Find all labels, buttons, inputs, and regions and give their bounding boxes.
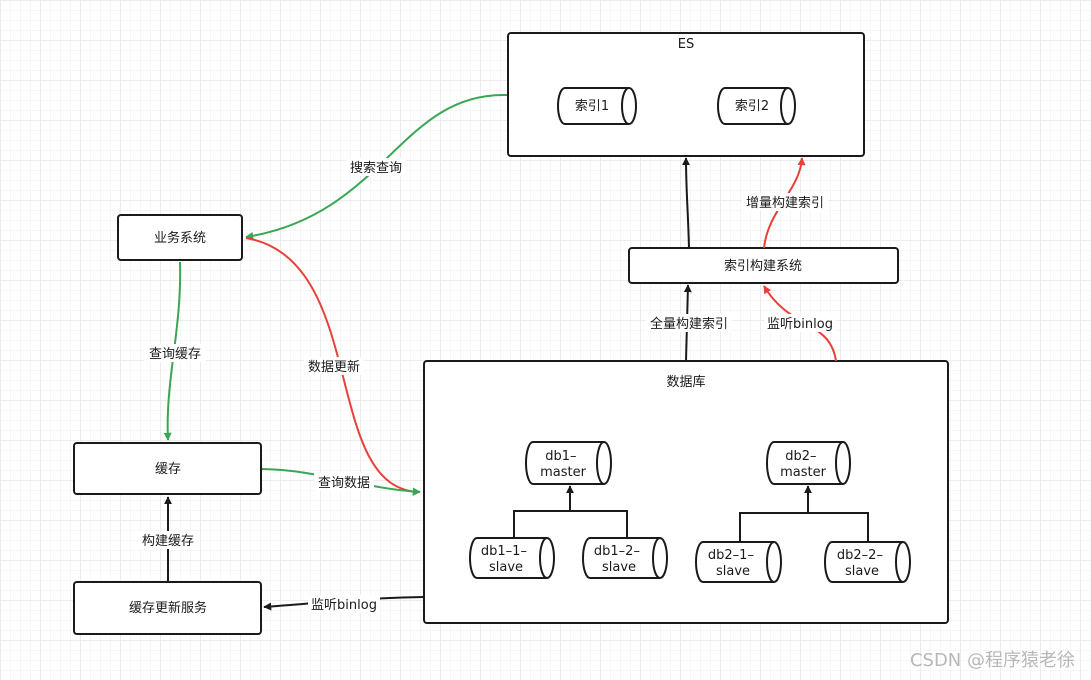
cache-update-service-node: 缓存更新服务	[73, 581, 262, 635]
index-build-system-node: 索引构建系统	[628, 247, 899, 284]
search-query-label: 搜索查询	[350, 161, 402, 176]
db2-2-slave-label: db2–2– slave	[837, 548, 887, 579]
cylinder-layer: 索引1 索引2 db1– master db2– master	[469, 87, 911, 583]
db2-2-slave-cylinder: db2–2– slave	[824, 541, 911, 583]
db1-master-label: db1– master	[540, 449, 586, 480]
db1-1-slave-label: db1–1– slave	[481, 544, 531, 575]
db1-2-slave-cylinder: db1–2– slave	[582, 537, 668, 579]
listen-binlog-index-label: 监听binlog	[767, 317, 833, 332]
cache-update-service-label: 缓存更新服务	[129, 600, 207, 616]
index-build-system-label: 索引构建系统	[724, 259, 802, 274]
es-container: ES	[507, 32, 865, 157]
full-build-index-label: 全量构建索引	[650, 316, 728, 332]
data-update-label: 数据更新	[308, 359, 360, 375]
search-query-arrow	[245, 93, 508, 240]
db2-1-slave-label: db2–1– slave	[708, 548, 758, 579]
db2-replication-arrow	[739, 486, 869, 542]
index2-label: 索引2	[735, 99, 769, 114]
replication-lines	[513, 486, 869, 542]
db1-master-cylinder: db1– master	[525, 441, 612, 485]
db2-master-cylinder: db2– master	[766, 441, 851, 485]
query-cache-label: 查询缓存	[149, 347, 201, 362]
index1-cylinder: 索引1	[557, 87, 637, 125]
db1-2-slave-label: db1–2– slave	[594, 544, 644, 575]
cache-label: 缓存	[155, 462, 181, 477]
db1-replication-arrow	[513, 486, 628, 538]
database-title: 数据库	[666, 374, 705, 390]
build-cache-label: 构建缓存	[142, 534, 194, 549]
db2-1-slave-cylinder: db2–1– slave	[695, 541, 782, 583]
db1-1-slave-cylinder: db1–1– slave	[469, 537, 555, 579]
es-build-arrow	[682, 157, 691, 249]
edge-labels: 搜索查询 查询缓存 数据更新 查询数据 构建缓存 监听binlog 全量构建索引…	[138, 158, 836, 613]
es-title: ES	[678, 37, 694, 52]
index2-cylinder: 索引2	[717, 87, 796, 125]
business-system-label: 业务系统	[154, 230, 206, 246]
cache-node: 缓存	[73, 442, 262, 495]
db2-master-label: db2– master	[780, 449, 826, 480]
database-container: 数据库	[423, 360, 949, 624]
watermark: CSDN @程序猿老徐	[909, 650, 1075, 671]
incremental-build-index-label: 增量构建索引	[746, 196, 824, 211]
query-data-label: 查询数据	[318, 476, 370, 491]
business-system-node: 业务系统	[117, 214, 243, 261]
index1-label: 索引1	[575, 99, 609, 114]
listen-binlog-cache-label: 监听binlog	[311, 598, 377, 613]
